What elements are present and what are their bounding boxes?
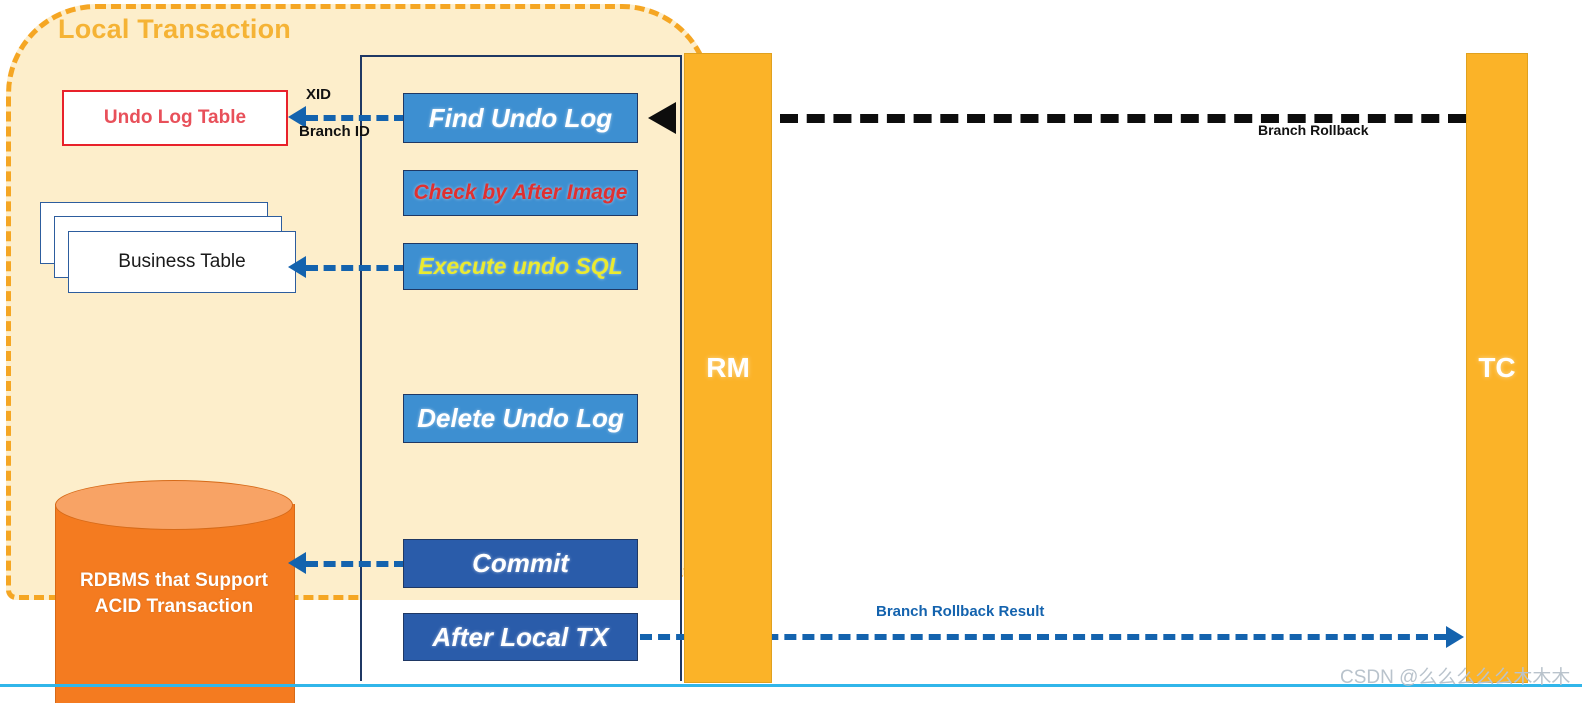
rm-pillar: RM bbox=[684, 53, 772, 683]
business-table-card-front: Business Table bbox=[68, 231, 296, 293]
connector-xid-branchid bbox=[306, 115, 406, 121]
business-table-stack: Business Table bbox=[40, 202, 300, 297]
cylinder-top-ellipse bbox=[55, 480, 293, 530]
connector-branch-rollback bbox=[780, 114, 1466, 123]
rm-label: RM bbox=[706, 352, 750, 383]
rdbms-line-3: Support bbox=[195, 570, 268, 591]
cylinder-body bbox=[55, 504, 295, 703]
local-transaction-title: Local Transaction bbox=[58, 14, 291, 44]
arrowhead-to-rdbms bbox=[288, 552, 306, 574]
connector-execute-undo-sql-to-business-table bbox=[306, 265, 406, 271]
undo-log-table-box: Undo Log Table bbox=[62, 90, 288, 146]
rdbms-line-1: RDBMS bbox=[80, 570, 150, 591]
arrowhead-branch-rollback bbox=[648, 102, 676, 134]
connector-commit-to-rdbms bbox=[306, 561, 406, 567]
rdbms-label: RDBMS that Support ACID Transaction bbox=[55, 568, 293, 620]
step-delete-undo-log[interactable]: Delete Undo Log bbox=[403, 394, 638, 443]
label-branch-id: Branch ID bbox=[299, 123, 370, 140]
rdbms-cylinder: RDBMS that Support ACID Transaction bbox=[55, 480, 295, 703]
step-commit[interactable]: Commit bbox=[403, 539, 638, 588]
arrowhead-branch-rollback-result bbox=[1446, 626, 1464, 648]
rdbms-line-2: that bbox=[155, 570, 190, 591]
step-after-local-tx[interactable]: After Local TX bbox=[403, 613, 638, 661]
rdbms-line-4: ACID bbox=[94, 596, 142, 617]
tc-label: TC bbox=[1478, 352, 1516, 383]
bottom-rule bbox=[0, 684, 1582, 687]
step-find-undo-log[interactable]: Find Undo Log bbox=[403, 93, 638, 143]
label-xid: XID bbox=[306, 86, 332, 103]
arrowhead-to-business-table bbox=[288, 256, 306, 278]
label-branch-rollback-result: Branch Rollback Result bbox=[876, 603, 1045, 620]
arrowhead-to-undo-log-table bbox=[288, 106, 306, 128]
csdn-watermark: CSDN @么么么么么木木木 bbox=[1340, 667, 1571, 688]
tc-pillar: TC bbox=[1466, 53, 1528, 683]
step-execute-undo-sql[interactable]: Execute undo SQL bbox=[403, 243, 638, 290]
rdbms-line-5: Transaction bbox=[146, 596, 254, 617]
step-check-by-after-image[interactable]: Check by After Image bbox=[403, 170, 638, 216]
label-branch-rollback: Branch Rollback bbox=[1258, 122, 1369, 138]
connector-branch-rollback-result bbox=[640, 634, 1446, 640]
